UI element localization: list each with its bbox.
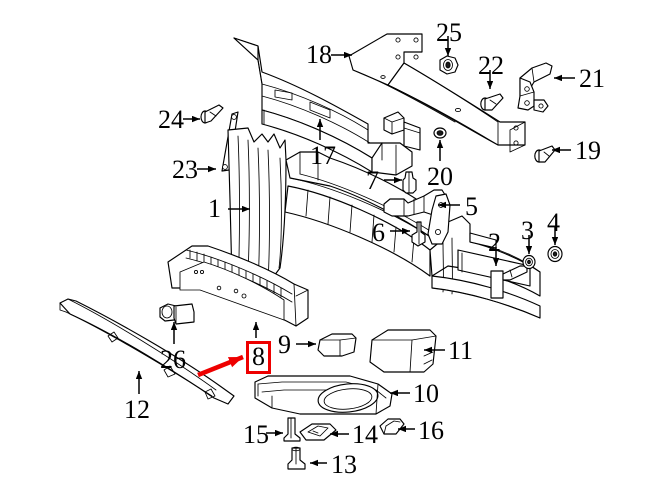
callout-number-20: 20 <box>427 162 453 191</box>
part-9-cover-cap <box>317 333 357 357</box>
callout-number-9: 9 <box>278 330 291 359</box>
callout-number-5: 5 <box>465 192 478 221</box>
callout-number-10: 10 <box>413 379 439 408</box>
callout-number-15: 15 <box>243 420 269 449</box>
callout-number-3: 3 <box>521 216 534 245</box>
callout-number-25: 25 <box>436 18 462 47</box>
part-15-screw <box>283 417 301 442</box>
callout-number-13: 13 <box>331 450 357 479</box>
part-17-energy-absorber <box>233 37 421 176</box>
callout-number-14: 14 <box>352 420 378 449</box>
callout-number-1: 1 <box>208 194 221 223</box>
part-22-bolt <box>480 93 504 111</box>
part-13-screw <box>287 446 306 470</box>
part-14-retainer-clip <box>299 423 337 441</box>
part-20-grommet <box>433 127 447 139</box>
part-10-fog-lamp-grille <box>254 375 393 415</box>
callout-number-18: 18 <box>306 40 332 69</box>
callout-number-17: 17 <box>310 141 336 170</box>
callout-number-24: 24 <box>158 105 184 134</box>
part-24-bolt <box>200 104 224 124</box>
callout-number-16: 16 <box>418 416 444 445</box>
callout-number-7: 7 <box>366 166 379 195</box>
callout-number-11: 11 <box>448 336 474 365</box>
highlight-arrow <box>197 354 244 378</box>
callout-number-6: 6 <box>372 218 385 247</box>
callout-number-2: 2 <box>488 228 501 257</box>
part-12-lower-valance <box>59 298 235 405</box>
part-4-washer <box>547 245 563 263</box>
part-16-retainer-clip <box>379 418 405 435</box>
callout-number-23: 23 <box>172 155 198 184</box>
callout-number-21: 21 <box>579 64 605 93</box>
part-3-washer <box>522 254 536 270</box>
callout-number-19: 19 <box>575 136 601 165</box>
part-19-bolt <box>534 145 556 163</box>
part-11-side-grille <box>369 329 437 373</box>
part-2-pin <box>490 265 528 299</box>
callout-number-8: 8 <box>246 341 271 374</box>
part-8-license-plate-bracket <box>167 245 309 327</box>
callout-leader-lines <box>135 36 575 467</box>
part-26-sensor <box>159 303 195 325</box>
callout-number-4: 4 <box>547 208 560 237</box>
part-6-clip <box>411 221 426 247</box>
part-21-bracket <box>517 62 553 113</box>
part-18-impact-bar <box>348 33 526 153</box>
part-7-clip <box>402 171 417 194</box>
callout-number-22: 22 <box>478 51 504 80</box>
callout-number-12: 12 <box>124 395 150 424</box>
part-25-nut <box>439 55 459 75</box>
callout-number-26: 26 <box>160 345 186 374</box>
